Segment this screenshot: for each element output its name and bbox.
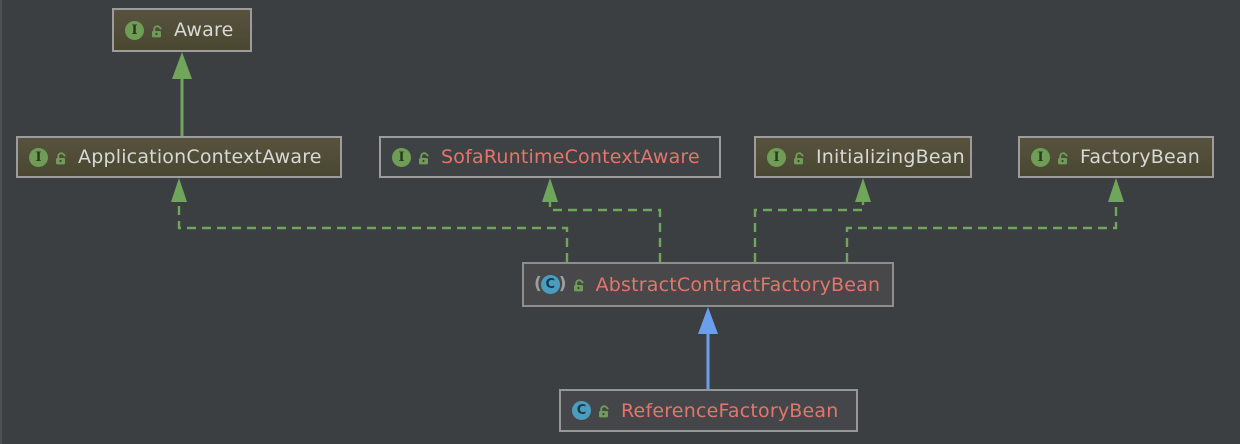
public-unlock-icon: [1058, 151, 1068, 164]
node-abstractcontractfactorybean[interactable]: ( C ) AbstractContractFactoryBean: [522, 262, 894, 307]
node-sofaruntimecontextaware[interactable]: I SofaRuntimeContextAware: [379, 136, 721, 178]
node-label: ReferenceFactoryBean: [621, 399, 839, 422]
public-unlock-icon: [573, 279, 584, 292]
abstract-class-icon: ( C ): [534, 274, 567, 294]
node-label: AbstractContractFactoryBean: [595, 273, 881, 296]
edge-extends-referencefactorybean-abstractcontractfactorybean[interactable]: [698, 307, 718, 389]
class-icon: C: [572, 401, 591, 420]
public-unlock-icon: [794, 151, 804, 164]
node-factorybean[interactable]: I FactoryBean: [1018, 136, 1214, 178]
public-unlock-icon: [419, 151, 429, 164]
node-label: FactoryBean: [1080, 146, 1201, 168]
public-unlock-icon: [56, 151, 66, 164]
interface-icon: I: [125, 20, 144, 40]
node-initializingbean[interactable]: I InitializingBean: [754, 136, 972, 178]
node-referencefactorybean[interactable]: C ReferenceFactoryBean: [559, 389, 858, 432]
edge-implements-abstractcontractfactorybean-sofaruntimecontextaware[interactable]: [542, 178, 662, 262]
interface-icon: I: [392, 147, 411, 167]
interface-icon: I: [1031, 147, 1050, 167]
edge-implements-abstractcontractfactorybean-factorybean[interactable]: [845, 178, 1124, 262]
edge-implements-abstractcontractfactorybean-applicationcontextaware[interactable]: [171, 178, 569, 262]
node-label: Aware: [174, 19, 234, 41]
edge-implements-abstractcontractfactorybean-initializingbean[interactable]: [753, 178, 871, 262]
edge-extends-applicationcontextaware-aware[interactable]: [172, 52, 192, 136]
public-unlock-icon: [599, 405, 609, 418]
node-label: ApplicationContextAware: [78, 146, 322, 168]
node-label: InitializingBean: [816, 146, 965, 168]
node-label: SofaRuntimeContextAware: [441, 146, 700, 168]
interface-icon: I: [767, 147, 786, 167]
node-applicationcontextaware[interactable]: I ApplicationContextAware: [16, 136, 342, 178]
node-aware[interactable]: I Aware: [112, 8, 252, 52]
interface-icon: I: [29, 147, 48, 167]
public-unlock-icon: [152, 24, 162, 37]
